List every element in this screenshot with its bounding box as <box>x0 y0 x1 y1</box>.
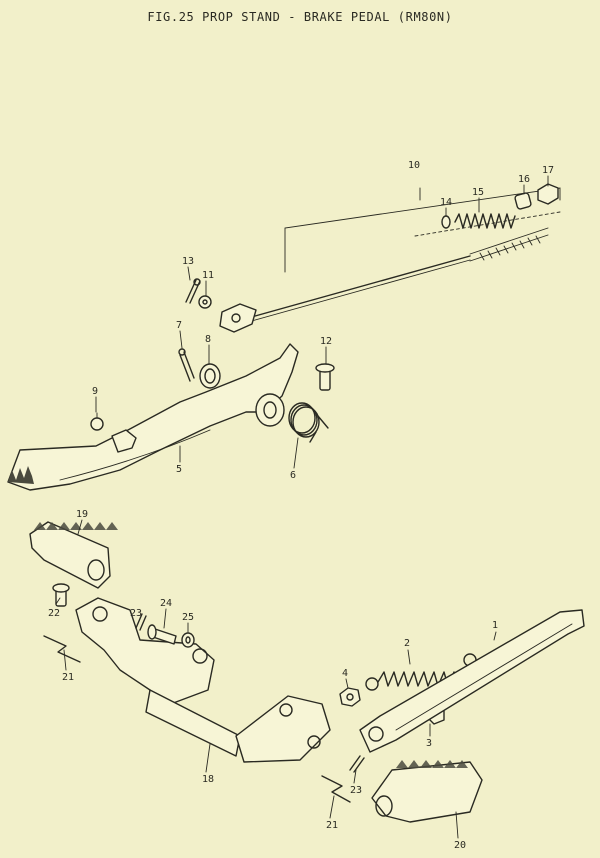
callout-21-left: 21 <box>62 672 74 683</box>
callout-12: 12 <box>320 336 332 347</box>
pivot-bolt-12 <box>315 363 335 391</box>
callout-6: 6 <box>290 470 296 481</box>
callout-17: 17 <box>542 165 554 176</box>
grease-nipple-9 <box>90 412 104 431</box>
cotter-pin-23-lower <box>349 755 365 773</box>
callout-3: 3 <box>426 738 432 749</box>
spring-clip-21-left <box>43 635 81 663</box>
callout-9: 9 <box>92 386 98 397</box>
callout-20: 20 <box>454 840 466 851</box>
callout-24: 24 <box>160 598 172 609</box>
callout-2: 2 <box>404 638 410 649</box>
callout-7: 7 <box>176 320 182 331</box>
pin-22 <box>52 583 70 607</box>
stand-nut <box>339 687 361 707</box>
callouts: 10 14 15 16 17 13 11 7 8 12 9 5 6 19 <box>48 160 554 851</box>
return-spring <box>288 402 329 443</box>
brake-rod-assembly <box>219 183 561 333</box>
washer-25 <box>181 632 195 648</box>
callout-14: 14 <box>440 197 452 208</box>
footrest-bracket <box>75 597 331 763</box>
callout-23-upper: 23 <box>130 608 142 619</box>
callout-23-lower: 23 <box>350 785 362 796</box>
cotter-pin-13 <box>185 278 201 304</box>
cotter-pin-23-upper <box>135 613 147 631</box>
callout-21-lower: 21 <box>326 820 338 831</box>
callout-1: 1 <box>492 620 498 631</box>
washer-8 <box>199 363 221 389</box>
prop-stand <box>359 609 585 753</box>
callout-5: 5 <box>176 464 182 475</box>
callout-15: 15 <box>472 187 484 198</box>
callout-10: 10 <box>408 160 420 171</box>
washer-11 <box>198 295 212 309</box>
callout-8: 8 <box>205 334 211 345</box>
callout-19: 19 <box>76 509 88 520</box>
footrest-upper <box>29 521 118 589</box>
callout-18: 18 <box>202 774 214 785</box>
callout-22: 22 <box>48 608 60 619</box>
callout-13: 13 <box>182 256 194 267</box>
spring-clip-21-lower <box>321 775 351 803</box>
cotter-pin-7 <box>178 348 195 382</box>
bolt-24 <box>147 624 177 645</box>
footrest-lower <box>371 760 483 823</box>
callout-4: 4 <box>342 668 348 679</box>
callout-25: 25 <box>182 612 194 623</box>
callout-16: 16 <box>518 174 530 185</box>
figure-title: FIG.25 PROP STAND - BRAKE PEDAL (RM80N) <box>147 10 453 24</box>
brake-pedal <box>7 343 299 491</box>
callout-11: 11 <box>202 270 214 281</box>
